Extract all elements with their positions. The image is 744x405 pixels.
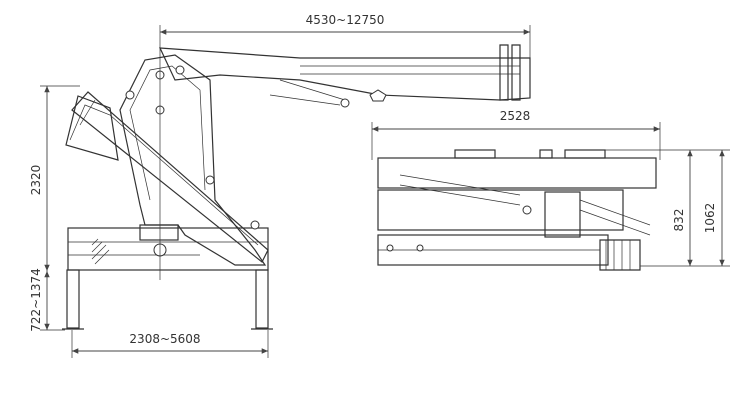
leg-span-label: 2308~5608: [129, 332, 200, 346]
top-frame: [377, 157, 657, 189]
top-view: [377, 149, 657, 271]
left-leg: [66, 269, 80, 329]
main-boom: [159, 47, 531, 101]
side-view-dimensions: 2320 722~1374 2308~5608 4530~12750: [29, 13, 531, 358]
right-leg: [255, 269, 269, 329]
column: [119, 54, 267, 266]
height-label: 2320: [29, 165, 43, 196]
leg-height-label: 722~1374: [29, 268, 43, 332]
base-frame: [67, 227, 269, 271]
top-view-dimensions: 2528 832 1062: [371, 109, 730, 267]
top-width-label: 2528: [500, 109, 531, 123]
folded-height-inner-label: 832: [672, 209, 686, 232]
folded-boom: [71, 91, 269, 263]
outreach-label: 4530~12750: [306, 13, 385, 27]
side-view: [62, 25, 531, 330]
folded-height-outer-label: 1062: [703, 203, 717, 234]
